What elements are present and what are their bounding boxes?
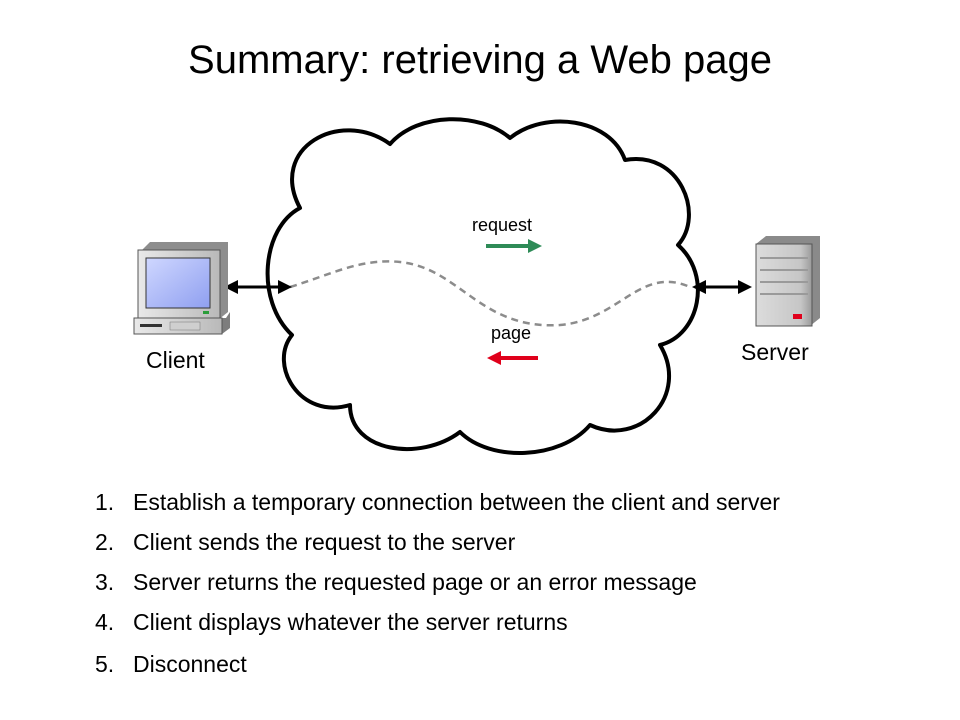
list-item: 5.Disconnect [95, 651, 247, 677]
server-icon [755, 236, 820, 327]
list-item: 4.Client displays whatever the server re… [95, 609, 568, 635]
list-item: 2.Client sends the request to the server [95, 529, 516, 555]
server-label: Server [741, 339, 809, 365]
request-label: request [472, 215, 533, 235]
server-link-arrow [692, 280, 752, 294]
steps-list: 1.Establish a temporary connection betwe… [95, 488, 780, 690]
list-item: 3.Server returns the requested page or a… [95, 569, 697, 595]
computer-icon [133, 242, 230, 335]
slide-title: Summary: retrieving a Web page [188, 38, 772, 82]
client-link-arrow [224, 280, 292, 294]
request-arrow [486, 239, 542, 253]
page-arrow [487, 351, 538, 365]
cloud-icon [265, 117, 700, 455]
client-label: Client [146, 347, 205, 373]
list-item: 1.Establish a temporary connection betwe… [95, 489, 780, 515]
page-label: page [491, 323, 532, 343]
